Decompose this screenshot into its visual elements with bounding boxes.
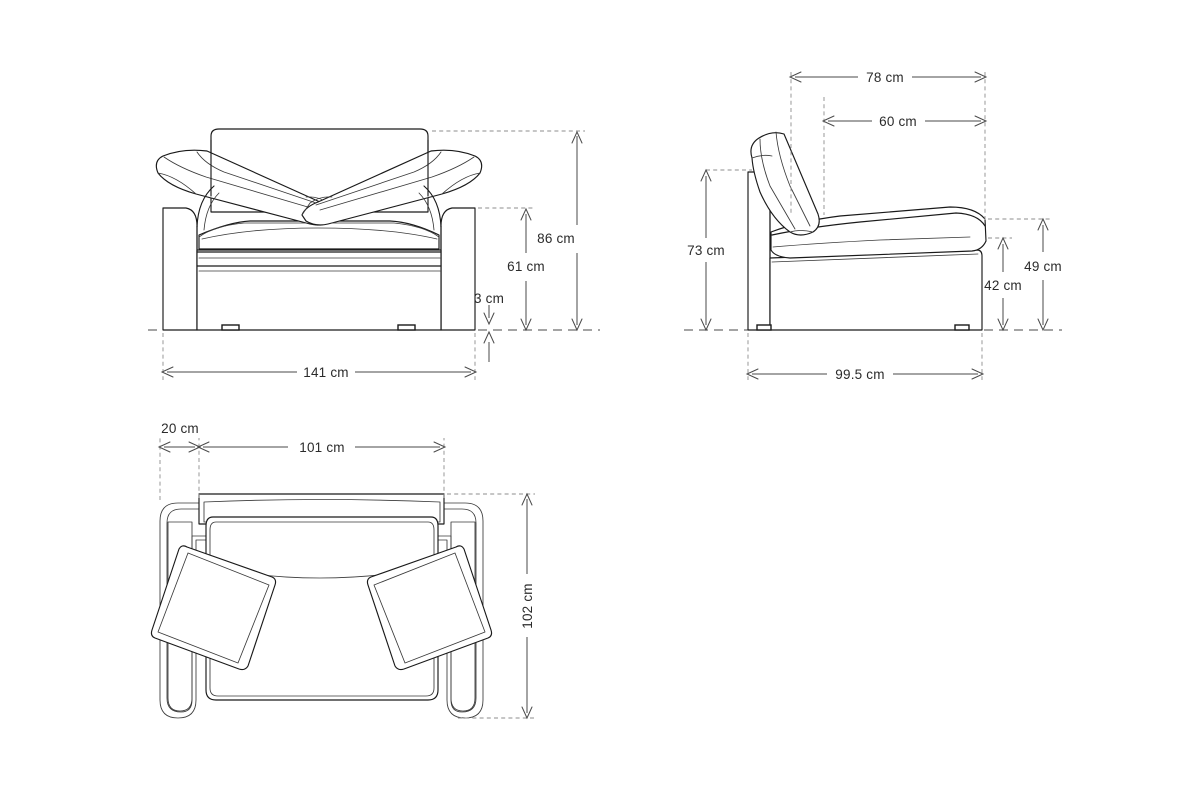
front-right-armrest-crease-1 [319, 156, 475, 211]
top-dim-20-arrow-left [157, 441, 171, 453]
side-dim-73-label: 73 cm [687, 243, 725, 258]
front-dim-3-label: 3 cm [474, 291, 504, 306]
front-right-arm-support [423, 185, 442, 228]
front-dim-61-arrow-top [520, 207, 532, 221]
side-back-cushion-bottom-fold [789, 230, 814, 233]
top-seat-cushion-plan-inner [209, 521, 435, 697]
side-dim-60-label: 60 cm [879, 114, 917, 129]
side-base-top-seam [771, 253, 979, 263]
top-dim-101-arrow-left [196, 441, 210, 453]
side-back-cushion-crease-1 [759, 138, 796, 230]
side-dim-78-arrow-right [974, 71, 988, 83]
side-dim-60-arrow-right [974, 115, 988, 127]
side-back-cushion-crease-2 [775, 131, 811, 227]
side-dim-73-arrow-top [700, 168, 712, 182]
front-dim-86-arrow-top [571, 130, 583, 144]
front-right-seat-wing [331, 222, 440, 238]
side-dim-78-label: 78 cm [866, 70, 904, 85]
front-left-arm-support-inner [203, 192, 220, 231]
top-left-throw-cushion [150, 545, 277, 671]
top-right-throw-cushion [366, 545, 493, 671]
top-dim-102-arrow-top [521, 492, 533, 506]
top-seat-cushion-plan [205, 516, 439, 701]
side-dim-995-label: 99.5 cm [835, 367, 884, 382]
front-left-armrest-crease-2 [196, 151, 323, 206]
front-seat-base [196, 249, 442, 331]
side-dim-49-label: 49 cm [1024, 259, 1062, 274]
front-foot-left [221, 324, 240, 331]
front-left-arm-block [162, 207, 198, 331]
front-foot-right [397, 324, 416, 331]
side-dim-60-arrow-left [821, 115, 835, 127]
side-foot-front [954, 324, 970, 331]
side-dim-78-arrow-left [788, 71, 802, 83]
side-view-group: 78 cm 60 cm 73 cm 49 cm [684, 70, 1062, 382]
front-seat-cushion-crease [201, 227, 438, 240]
front-dim-86-label: 86 cm [537, 231, 575, 246]
front-right-armrest-tip-detail [301, 196, 333, 216]
top-view-group: 20 cm 101 cm 102 cm [150, 421, 535, 720]
side-dim-49-arrow-bottom [1037, 318, 1049, 332]
front-dim-141-label: 141 cm [303, 365, 348, 380]
top-left-throw-cushion-inner [157, 552, 270, 664]
front-right-arm-block [440, 207, 476, 331]
front-left-armrest-fold [157, 172, 197, 195]
front-dim-86-arrow-bottom [571, 318, 583, 332]
top-dim-101-label: 101 cm [299, 440, 344, 455]
top-left-arm-pad [167, 521, 193, 712]
top-dim-102-label: 102 cm [520, 583, 535, 628]
front-left-seat-wing [198, 222, 307, 238]
top-dim-102-arrow-bottom [521, 706, 533, 720]
top-backrest-strip-inner [203, 499, 441, 523]
front-right-armrest-fold [441, 172, 481, 195]
side-cushion-seam-lower [772, 236, 971, 248]
front-dim-3-arrow-up [483, 330, 495, 344]
front-dim-3-arrow-down [483, 312, 495, 326]
front-left-armrest-crease-1 [163, 156, 319, 211]
front-right-arm-support-inner [418, 192, 435, 231]
front-dim-141-arrow-right [464, 366, 478, 378]
top-dim-101-arrow-right [433, 441, 447, 453]
front-dim-61-arrow-bottom [520, 318, 532, 332]
top-dim-20-label: 20 cm [161, 421, 199, 436]
side-dim-49-arrow-top [1037, 217, 1049, 231]
side-dim-995-arrow-right [971, 368, 985, 380]
side-dim-73-arrow-bottom [700, 318, 712, 332]
front-view-group: 86 cm 61 cm 3 cm 141 cm [148, 128, 600, 380]
side-dim-42-label: 42 cm [984, 278, 1022, 293]
side-dim-995-arrow-left [745, 368, 759, 380]
front-dim-61-label: 61 cm [507, 259, 545, 274]
side-seat-base [769, 249, 983, 331]
front-dim-141-arrow-left [160, 366, 174, 378]
side-dim-42-arrow-top [997, 236, 1009, 250]
side-dim-42-arrow-bottom [997, 318, 1009, 332]
side-back-cushion-top-fold [751, 154, 773, 159]
top-right-arm-pad [450, 521, 476, 712]
side-foot-rear [756, 324, 772, 331]
top-right-throw-cushion-inner [373, 552, 486, 664]
top-dim-20-arrow-right [188, 441, 202, 453]
